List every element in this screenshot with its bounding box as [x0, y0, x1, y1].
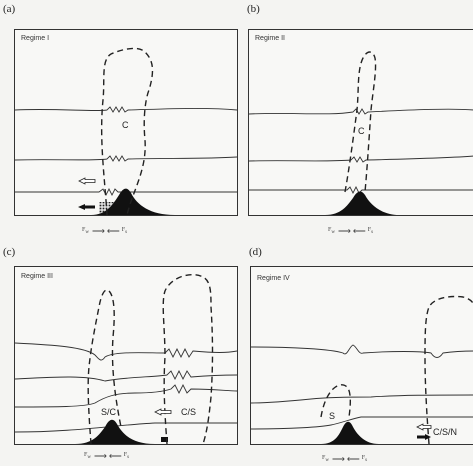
interface-line-1 — [249, 109, 473, 114]
panel-c-force-label: Fw ⟶ ⟵ Fs — [84, 451, 129, 462]
panel-c-frame: Regime III S/C C/S — [14, 266, 238, 445]
hollow-arrow-left-icon — [417, 424, 431, 430]
region-label-c-b: C — [358, 126, 365, 136]
force-arrow-right-icon: ⟶ — [332, 454, 344, 465]
region-label-s: S — [329, 411, 335, 421]
panel-b-frame: Regime II C — [248, 29, 473, 216]
interface-line-4 — [15, 423, 237, 432]
interface-line-1 — [15, 107, 237, 112]
force-right-label: Fs — [368, 227, 373, 235]
panel-a-force-label: Fw ⟶ ⟵ Fs — [82, 226, 127, 237]
dashed-boundary-csn — [425, 296, 473, 444]
interface-line-2 — [249, 156, 473, 162]
panel-d-force-label: Fw ⟶ ⟵ Fs — [322, 454, 367, 465]
force-left-label: Fw — [322, 455, 329, 463]
force-left-label: Fw — [328, 227, 335, 235]
panel-a-frame: Regime I C — [14, 29, 238, 216]
interface-line-2 — [15, 156, 237, 161]
force-arrow-left-icon: ⟵ — [109, 451, 121, 462]
panel-d-frame: Regime IV S C/S/N — [250, 266, 473, 445]
force-right-label: Fs — [124, 452, 129, 460]
panel-b-force-label: Fw ⟶ ⟵ Fs — [328, 226, 373, 237]
dashed-boundary-cs — [163, 275, 212, 444]
region-label-sc: S/C — [101, 407, 117, 417]
panel-a-diagram: C — [15, 30, 237, 215]
panel-d-diagram: S C/S/N — [251, 267, 473, 444]
force-right-label: Fs — [362, 455, 367, 463]
dashed-boundary-c — [345, 52, 376, 192]
dashed-boundary-s — [321, 385, 350, 417]
force-arrow-left-icon: ⟵ — [353, 226, 365, 237]
panel-d-letter: (d) — [249, 246, 262, 258]
force-arrow-right-icon: ⟶ — [94, 451, 106, 462]
force-arrow-right-icon: ⟶ — [92, 226, 104, 237]
region-label-c-a: C — [122, 120, 129, 130]
region-label-cs: C/S — [181, 407, 196, 417]
panel-a-letter: (a) — [3, 3, 15, 15]
force-right-label: Fs — [122, 227, 127, 235]
force-arrow-left-icon: ⟵ — [347, 454, 359, 465]
force-arrow-right-icon: ⟶ — [338, 226, 350, 237]
panel-c-diagram: S/C C/S — [15, 267, 237, 444]
hollow-arrow-left-icon — [155, 409, 171, 415]
region-label-csn: C/S/N — [433, 427, 457, 437]
force-left-label: Fw — [82, 227, 89, 235]
force-arrow-left-icon: ⟵ — [107, 226, 119, 237]
seamount-mound — [325, 191, 399, 215]
interface-line-2 — [15, 371, 237, 381]
interface-line-3 — [15, 385, 237, 407]
interface-line-1 — [15, 343, 237, 360]
panel-b-letter: (b) — [247, 3, 260, 15]
force-left-label: Fw — [84, 452, 91, 460]
interface-line-2 — [251, 395, 473, 403]
solid-arrow-left-icon — [78, 204, 95, 210]
hollow-arrow-left-icon — [79, 178, 95, 184]
dashed-boundary-sc — [88, 290, 121, 444]
interface-line-1 — [251, 345, 473, 358]
panel-b-diagram: C — [249, 30, 473, 215]
panel-c-letter: (c) — [3, 246, 15, 258]
